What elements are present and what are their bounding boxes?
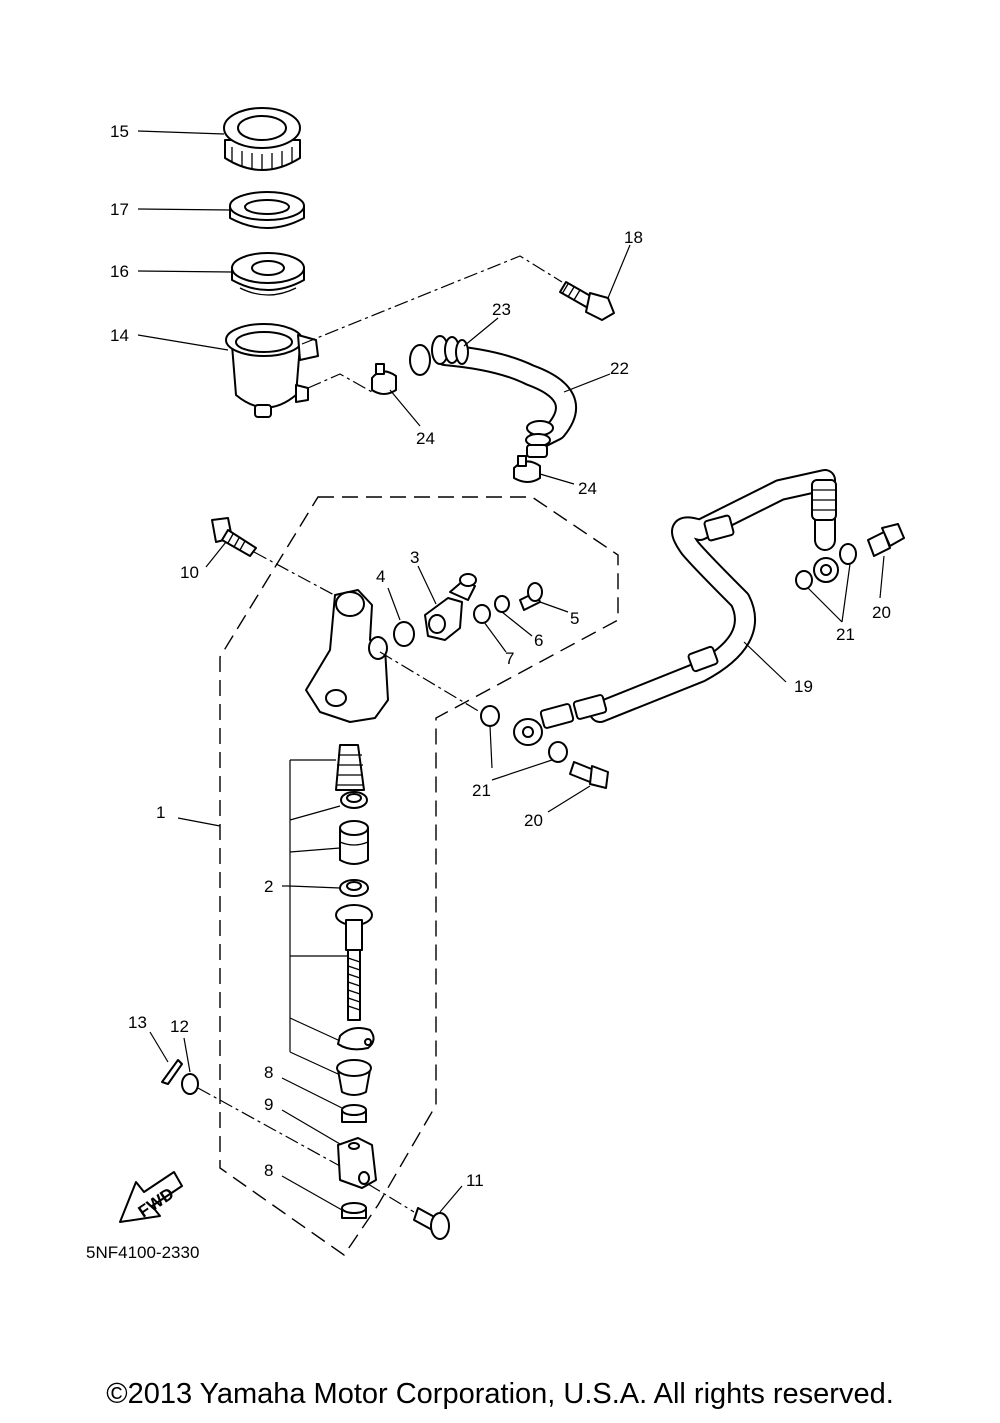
nut-8-lower [341, 1202, 367, 1219]
callout-5: 5 [570, 609, 579, 628]
bolt-18 [559, 281, 615, 321]
callout-6: 6 [534, 631, 543, 650]
copyright-notice: ©2013 Yamaha Motor Corporation, U.S.A. A… [106, 1378, 894, 1410]
callout-13: 13 [128, 1013, 147, 1032]
piston-cup [340, 791, 368, 809]
parts-diagram: 15 17 16 14 18 23 22 24 24 10 3 4 5 6 7 … [86, 107, 905, 1262]
hose-clip-lower [513, 455, 541, 483]
callout-21b: 21 [472, 781, 491, 800]
master-cylinder-body [305, 589, 389, 723]
callout-4: 4 [376, 567, 385, 586]
washer-21-d [548, 741, 568, 763]
diaphragm-plate [229, 191, 305, 229]
callout-8: 8 [264, 1063, 273, 1082]
callout-2: 2 [264, 877, 273, 896]
callout-22: 22 [610, 359, 629, 378]
circlip [337, 1027, 375, 1051]
o-ring [393, 621, 415, 647]
callout-11: 11 [466, 1171, 484, 1190]
washer-12 [181, 1073, 199, 1095]
washer-21-c [480, 705, 500, 727]
callout-10: 10 [180, 563, 199, 582]
callout-15: 15 [110, 122, 129, 141]
piston-spring [335, 744, 365, 791]
callout-3: 3 [410, 548, 419, 567]
callout-24b: 24 [578, 479, 597, 498]
hose-joint [424, 573, 477, 641]
callout-17: 17 [110, 200, 129, 219]
bolt-10 [211, 517, 257, 557]
piston-seal [339, 879, 369, 897]
callout-24: 24 [416, 429, 435, 448]
clevis-pin [413, 1207, 450, 1240]
callout-20b: 20 [524, 811, 543, 830]
callout-20: 20 [872, 603, 891, 622]
hose-clip-upper [371, 363, 397, 395]
callout-labels: 15 17 16 14 18 23 22 24 24 10 3 4 5 6 7 … [86, 122, 891, 1262]
nut-8-upper [341, 1104, 367, 1123]
callout-21: 21 [836, 625, 855, 644]
clevis [337, 1137, 377, 1189]
seal-6 [494, 595, 510, 613]
push-rod [335, 904, 373, 1021]
union-bolt-lower [569, 761, 609, 789]
washer-21-a [795, 570, 813, 590]
brake-hose [513, 469, 839, 746]
leader-lines [137, 130, 885, 1213]
part-number-code: 5NF4100-2330 [86, 1243, 199, 1262]
callout-12: 12 [170, 1017, 189, 1036]
callout-23: 23 [492, 300, 511, 319]
callout-9: 9 [264, 1095, 273, 1114]
union-bolt-upper [867, 523, 905, 557]
fwd-arrow [119, 1171, 183, 1223]
reservoir-diaphragm [231, 252, 305, 296]
callout-18: 18 [624, 228, 643, 247]
callout-7: 7 [505, 649, 514, 668]
callout-14: 14 [110, 326, 129, 345]
assembly-outline [219, 496, 619, 1256]
reservoir-hose [409, 335, 577, 458]
callout-8b: 8 [264, 1161, 273, 1180]
callout-19: 19 [794, 677, 813, 696]
cotter-pin [161, 1059, 183, 1085]
piston [339, 820, 369, 865]
reservoir-tank [225, 323, 319, 418]
screw-5 [519, 582, 543, 611]
washer-7 [473, 604, 491, 624]
callout-1: 1 [156, 803, 165, 822]
boot [336, 1059, 372, 1096]
callout-16: 16 [110, 262, 129, 281]
washer-21-b [839, 543, 857, 565]
reservoir-cap [223, 107, 301, 171]
